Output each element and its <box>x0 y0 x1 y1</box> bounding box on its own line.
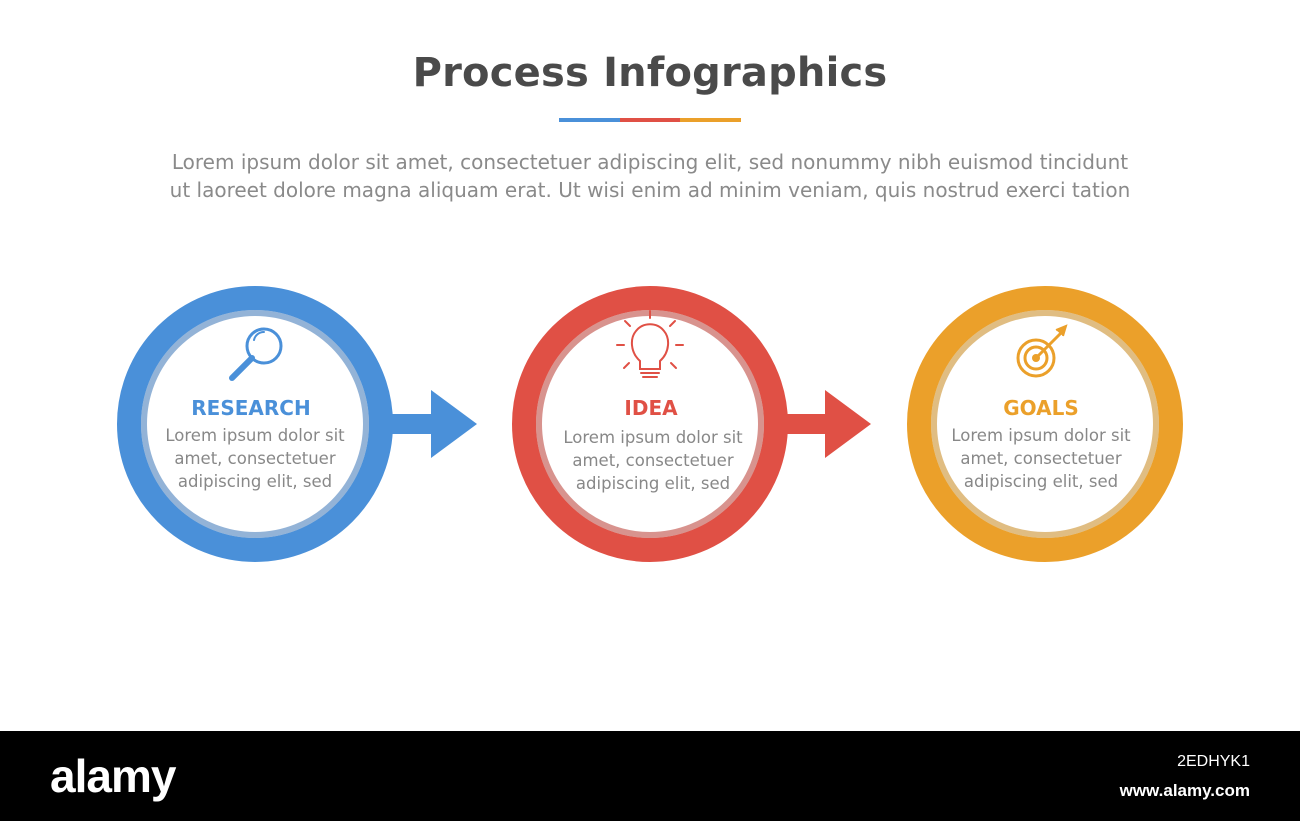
site-url: www.alamy.com <box>1119 781 1250 800</box>
step-idea-text-line: Lorem ipsum dolor sit <box>563 428 743 447</box>
step-goals-ring <box>907 286 1183 562</box>
description-line-1: Lorem ipsum dolor sit amet, consectetuer… <box>171 150 1129 174</box>
step-goals-text: Lorem ipsum dolor sit amet, consectetuer… <box>911 424 1171 493</box>
image-id: 2EDHYK1 <box>1177 753 1250 770</box>
watermark-footer: alamy 2EDHYK1 www.alamy.com <box>0 731 1300 821</box>
process-diagram: RESEARCH Lorem ipsum dolor sit amet, con… <box>0 260 1300 590</box>
process-diagram-graphics <box>117 286 1183 562</box>
target-icon <box>1016 324 1068 378</box>
brand-logo: alamy <box>50 750 176 802</box>
underline-segment-blue <box>559 118 620 122</box>
step-research-title: RESEARCH <box>191 396 311 420</box>
lightbulb-icon <box>616 310 684 378</box>
step-idea-ring <box>512 286 871 562</box>
step-idea-text: Lorem ipsum dolor sit amet, consectetuer… <box>523 426 783 495</box>
description-line-2: ut laoreet dolore magna aliquam erat. Ut… <box>169 178 1131 202</box>
title-underline <box>559 118 742 122</box>
underline-segment-red <box>619 118 681 122</box>
step-research-ring <box>117 286 477 562</box>
description: Lorem ipsum dolor sit amet, consectetuer… <box>80 148 1220 204</box>
step-research-text: Lorem ipsum dolor sit amet, consectetuer… <box>125 424 385 493</box>
step-research-text-line: adipiscing elit, sed <box>177 472 333 491</box>
step-goals-title: GOALS <box>1003 396 1079 420</box>
step-idea-text-line: adipiscing elit, sed <box>575 474 731 493</box>
step-goals-text-line: adipiscing elit, sed <box>963 472 1119 491</box>
magnifier-icon <box>229 327 283 381</box>
underline-segment-orange <box>680 118 742 122</box>
page-title: Process Infographics <box>412 50 888 96</box>
step-goals-text-line: amet, consectetuer <box>960 449 1122 468</box>
step-idea-text-line: amet, consectetuer <box>572 451 734 470</box>
step-goals-text-line: Lorem ipsum dolor sit <box>951 426 1131 445</box>
step-research-text-line: Lorem ipsum dolor sit <box>165 426 345 445</box>
step-idea-title: IDEA <box>624 396 678 420</box>
step-research-text-line: amet, consectetuer <box>174 449 336 468</box>
